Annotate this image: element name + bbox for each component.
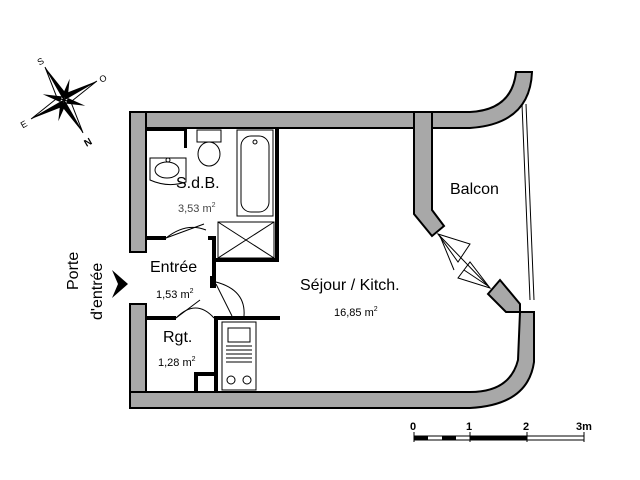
room-name-sdb: S.d.B.: [176, 175, 220, 192]
shower: [217, 221, 275, 259]
balcony-railing: [521, 103, 535, 301]
kitchenette: [221, 321, 257, 391]
compass-o: O: [98, 73, 109, 85]
door-bathroom: [165, 223, 207, 239]
outer-walls: [129, 71, 535, 409]
room-area-sdb: 3,53 m2: [178, 202, 216, 215]
entrance-label: Porte d'entrée: [65, 252, 106, 320]
compass-s: S: [36, 56, 46, 68]
door-living: [215, 281, 245, 317]
room-name-entree: Entrée: [150, 259, 197, 276]
room-area-entree: 1,53 m2: [156, 288, 194, 301]
room-area-rgt: 1,28 m2: [158, 356, 196, 369]
scale-tick-1: 1: [466, 421, 472, 433]
door-rgt: [175, 299, 215, 319]
scale-tick-0: 0: [410, 421, 416, 433]
entrance-label-line1: Porte: [65, 252, 82, 290]
room-name-balcon: Balcon: [450, 181, 499, 198]
compass-n: N: [83, 136, 95, 149]
toilet: [196, 129, 222, 167]
room-area-sejour: 16,85 m2: [334, 306, 378, 319]
scale-tick-2: 2: [523, 421, 529, 433]
interior-walls: [146, 128, 280, 392]
bathtub: [236, 129, 274, 217]
room-name-rgt: Rgt.: [163, 329, 192, 346]
sink: [149, 157, 187, 186]
compass-rose-icon: S O E N: [19, 56, 109, 150]
entrance-arrow-icon: [112, 270, 128, 298]
balcony-door: [436, 233, 492, 289]
scale-tick-3: 3m: [576, 421, 592, 433]
entrance-label-line2: d'entrée: [89, 263, 106, 320]
scale-bar: 0 1 2 3m: [410, 421, 592, 442]
compass-e: E: [19, 119, 29, 131]
room-name-sejour: Séjour / Kitch.: [300, 277, 400, 294]
